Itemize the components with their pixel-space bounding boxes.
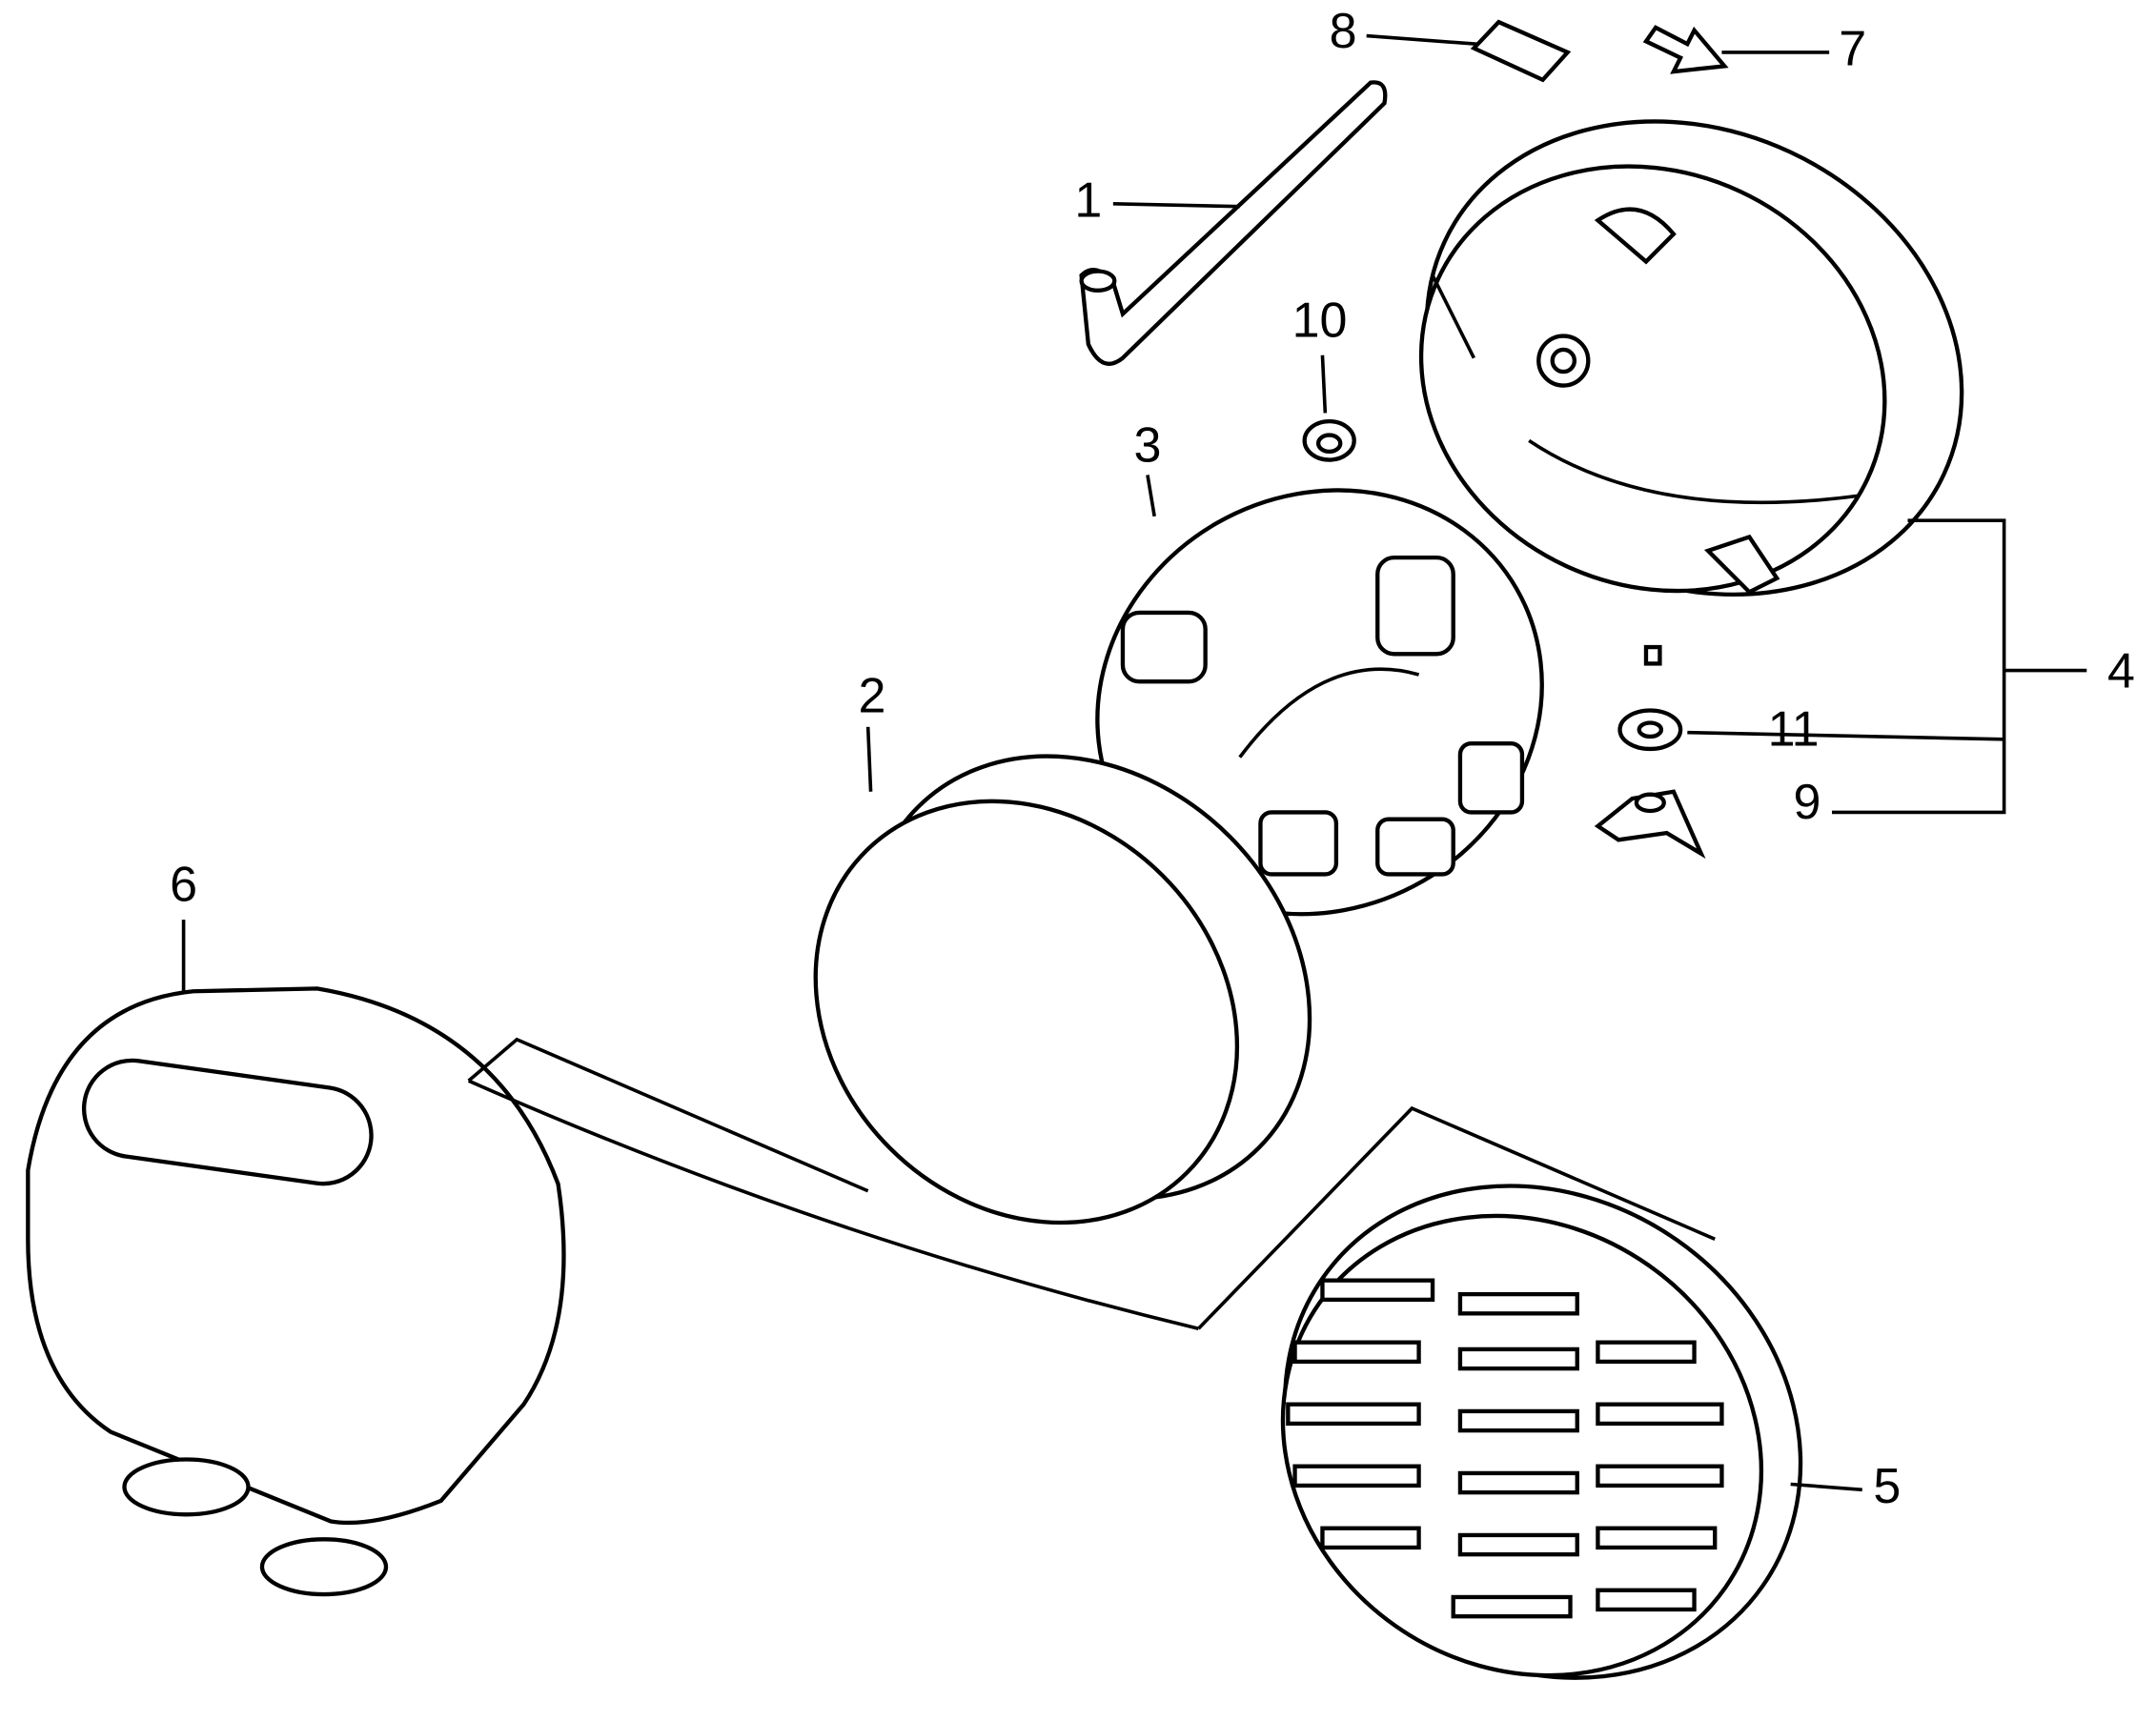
part-2-filter: [813, 726, 1312, 1225]
callout-10: 10: [1292, 293, 1348, 348]
part-7-arrow: [1642, 25, 1830, 74]
callout-11: 11: [1768, 701, 1820, 757]
callout-3: 3: [1134, 418, 1162, 474]
part-11-washer: [1617, 708, 1683, 752]
callout-5: 5: [1873, 1459, 1901, 1514]
part-10-grommet: [1302, 354, 1356, 462]
callout-4: 4: [2107, 644, 2135, 699]
callout-9: 9: [1794, 775, 1821, 830]
part-5-grille: [1280, 1184, 1862, 1680]
part-3-holder: [1095, 475, 1544, 917]
callout-1: 1: [1074, 173, 1102, 229]
callout-6: 6: [170, 858, 197, 913]
callout-8: 8: [1330, 4, 1357, 59]
part-9-wing-nut: [1594, 789, 1706, 860]
part-8-label: [1366, 19, 1572, 83]
part-4-case: [1418, 119, 2087, 815]
part-6-cover: [26, 920, 1716, 1597]
callout-2: 2: [859, 669, 886, 724]
grille-slots: [1286, 1278, 1724, 1619]
part-1-tube: [1079, 80, 1388, 366]
callout-7: 7: [1839, 22, 1866, 77]
